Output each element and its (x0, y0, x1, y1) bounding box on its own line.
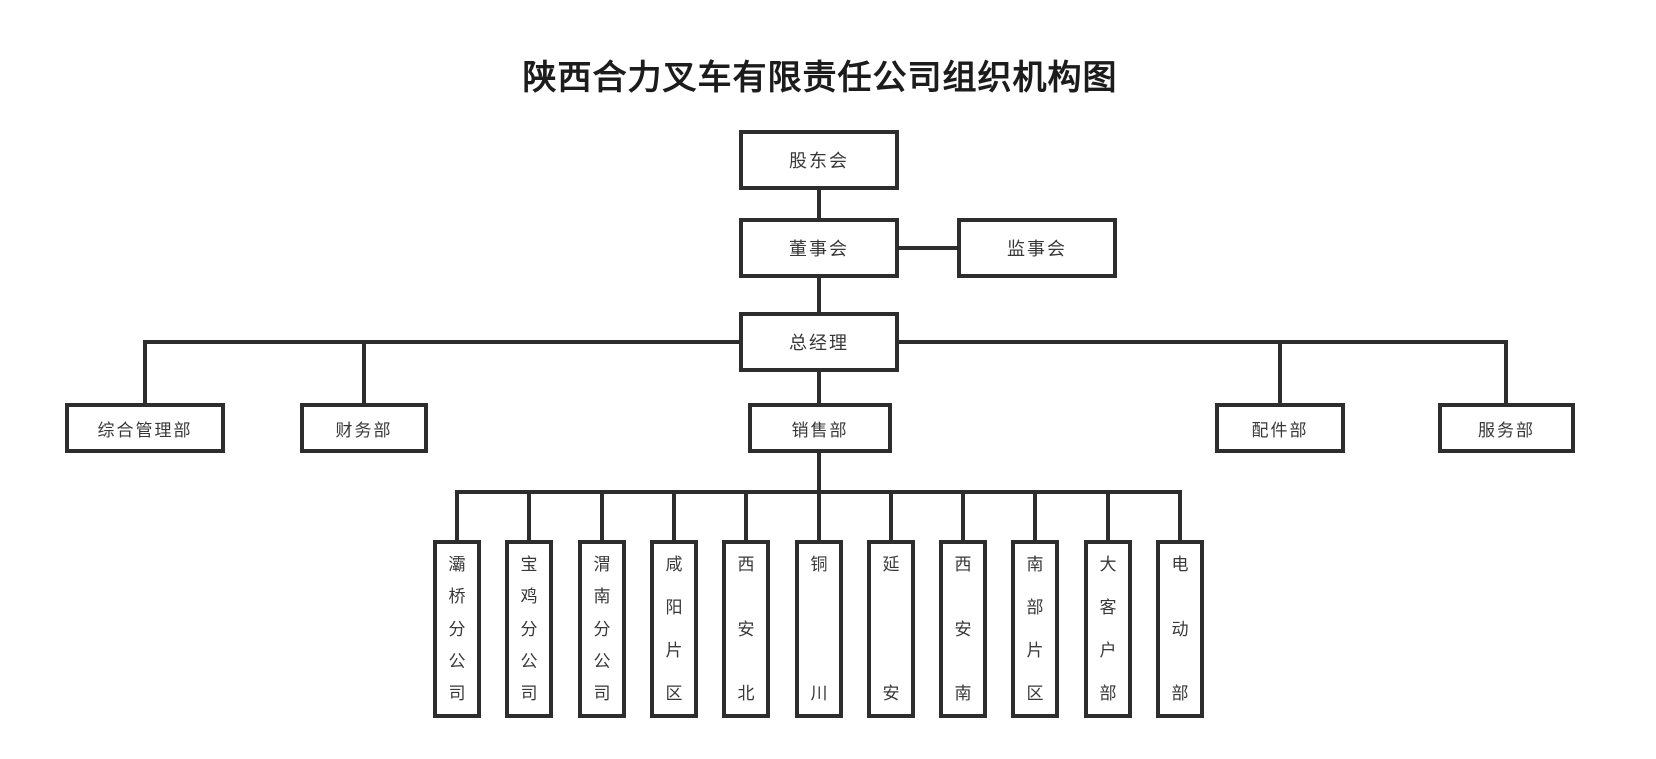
connector-shareholders-board (817, 186, 821, 222)
node-branch-weinan: 渭南分公司 (578, 540, 626, 718)
connector-board-gm (817, 274, 821, 316)
connector-stub-branch-10 (1178, 490, 1182, 542)
node-shareholders: 股东会 (739, 130, 899, 190)
connector-sales-bus (817, 450, 821, 494)
node-supervisors: 监事会 (957, 218, 1117, 278)
node-dept-parts: 配件部 (1215, 403, 1345, 453)
connector-stub-branch-9 (1106, 490, 1110, 542)
node-branch-baqiao: 灞桥分公司 (433, 540, 481, 718)
page-title: 陕西合力叉车有限责任公司组织机构图 (522, 59, 1118, 97)
connector-stub-branch-4 (744, 490, 748, 542)
node-branch-key-accounts: 大客户部 (1084, 540, 1132, 718)
connector-gm-sales (817, 368, 821, 405)
connector-stub-branch-2 (600, 490, 604, 542)
connector-stub-branch-1 (527, 490, 531, 542)
node-dept-sales: 销售部 (748, 403, 892, 453)
connector-stub-branch-7 (961, 490, 965, 542)
connector-stub-branch-3 (672, 490, 676, 542)
node-branch-yanan: 延安 (867, 540, 915, 718)
node-branch-electric: 电动部 (1156, 540, 1204, 718)
node-branch-tongchuan: 铜川 (795, 540, 843, 718)
connector-stub-branch-5 (817, 490, 821, 542)
node-branch-south-area: 南部片区 (1011, 540, 1059, 718)
connector-drop-admin (143, 340, 147, 403)
node-dept-service: 服务部 (1438, 403, 1575, 453)
connector-board-supervisors (895, 246, 961, 250)
node-branch-xian-north: 西安北 (722, 540, 770, 718)
node-general-manager: 总经理 (739, 312, 899, 372)
connector-drop-finance (362, 340, 366, 403)
node-board: 董事会 (739, 218, 899, 278)
connector-stub-branch-8 (1033, 490, 1037, 542)
node-dept-admin: 综合管理部 (65, 403, 225, 453)
node-dept-finance: 财务部 (300, 403, 428, 453)
node-branch-xian-south: 西安南 (939, 540, 987, 718)
connector-stub-branch-6 (889, 490, 893, 542)
node-branch-xianyang-area: 咸阳片区 (650, 540, 698, 718)
connector-drop-parts (1278, 340, 1282, 403)
node-branch-baoji: 宝鸡分公司 (505, 540, 553, 718)
connector-stub-branch-0 (455, 490, 459, 542)
connector-drop-service (1504, 340, 1508, 403)
